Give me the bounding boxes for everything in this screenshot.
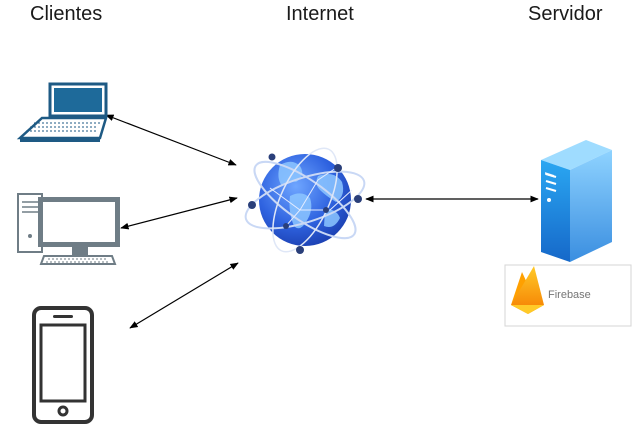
firebase-logo-icon	[511, 266, 544, 314]
clients-heading: Clientes	[30, 3, 103, 25]
connection-desktop-internet	[120, 196, 238, 230]
server-heading: Servidor	[528, 3, 603, 25]
desktop-computer-icon	[17, 193, 120, 265]
connection-phone-internet	[129, 262, 239, 329]
globe-network-icon	[244, 147, 366, 254]
server-tower-icon	[541, 140, 612, 262]
connection-laptop-internet	[105, 114, 237, 166]
laptop-icon	[16, 82, 108, 142]
firebase-card: Firebase	[504, 264, 632, 327]
internet-heading: Internet	[286, 3, 354, 25]
firebase-label: Firebase	[548, 289, 591, 301]
smartphone-icon	[32, 306, 94, 424]
